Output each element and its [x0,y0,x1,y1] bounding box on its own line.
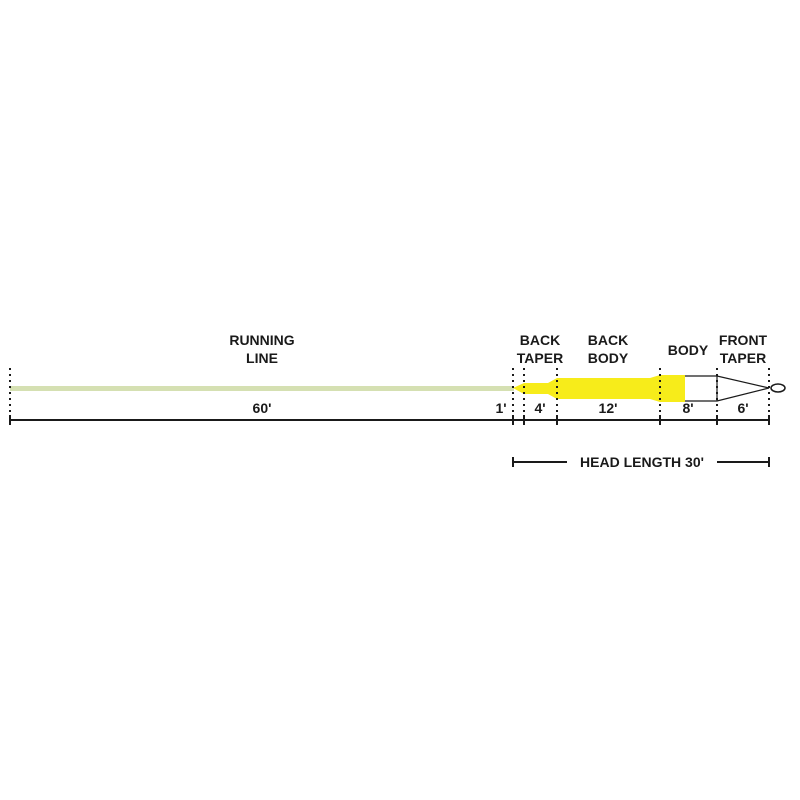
running-line-label: RUNNING [229,332,294,348]
front-taper-label: FRONT [719,332,768,348]
back-body-length: 12' [599,400,618,416]
body-label: BODY [668,342,709,358]
transition-length: 1' [495,400,506,416]
head-length-label: HEAD LENGTH 30' [580,454,704,470]
head-length-bracket [512,457,770,467]
running-line-length: 60' [253,400,272,416]
section-dividers [9,368,770,420]
back-taper-length: 4' [534,400,545,416]
front-taper-label-2: TAPER [720,350,766,366]
length-ruler [9,415,770,425]
head-back-taper-and-back-body [513,375,685,402]
running-line-label-2: LINE [246,350,278,366]
body-length: 8' [682,400,693,416]
front-taper-length: 6' [737,400,748,416]
back-body-label-2: BODY [588,350,629,366]
loop-icon [770,383,786,393]
back-body-label: BACK [588,332,628,348]
back-taper-label-2: TAPER [517,350,563,366]
running-line [10,386,514,391]
back-taper-label: BACK [520,332,560,348]
body-clear-section [685,375,770,402]
